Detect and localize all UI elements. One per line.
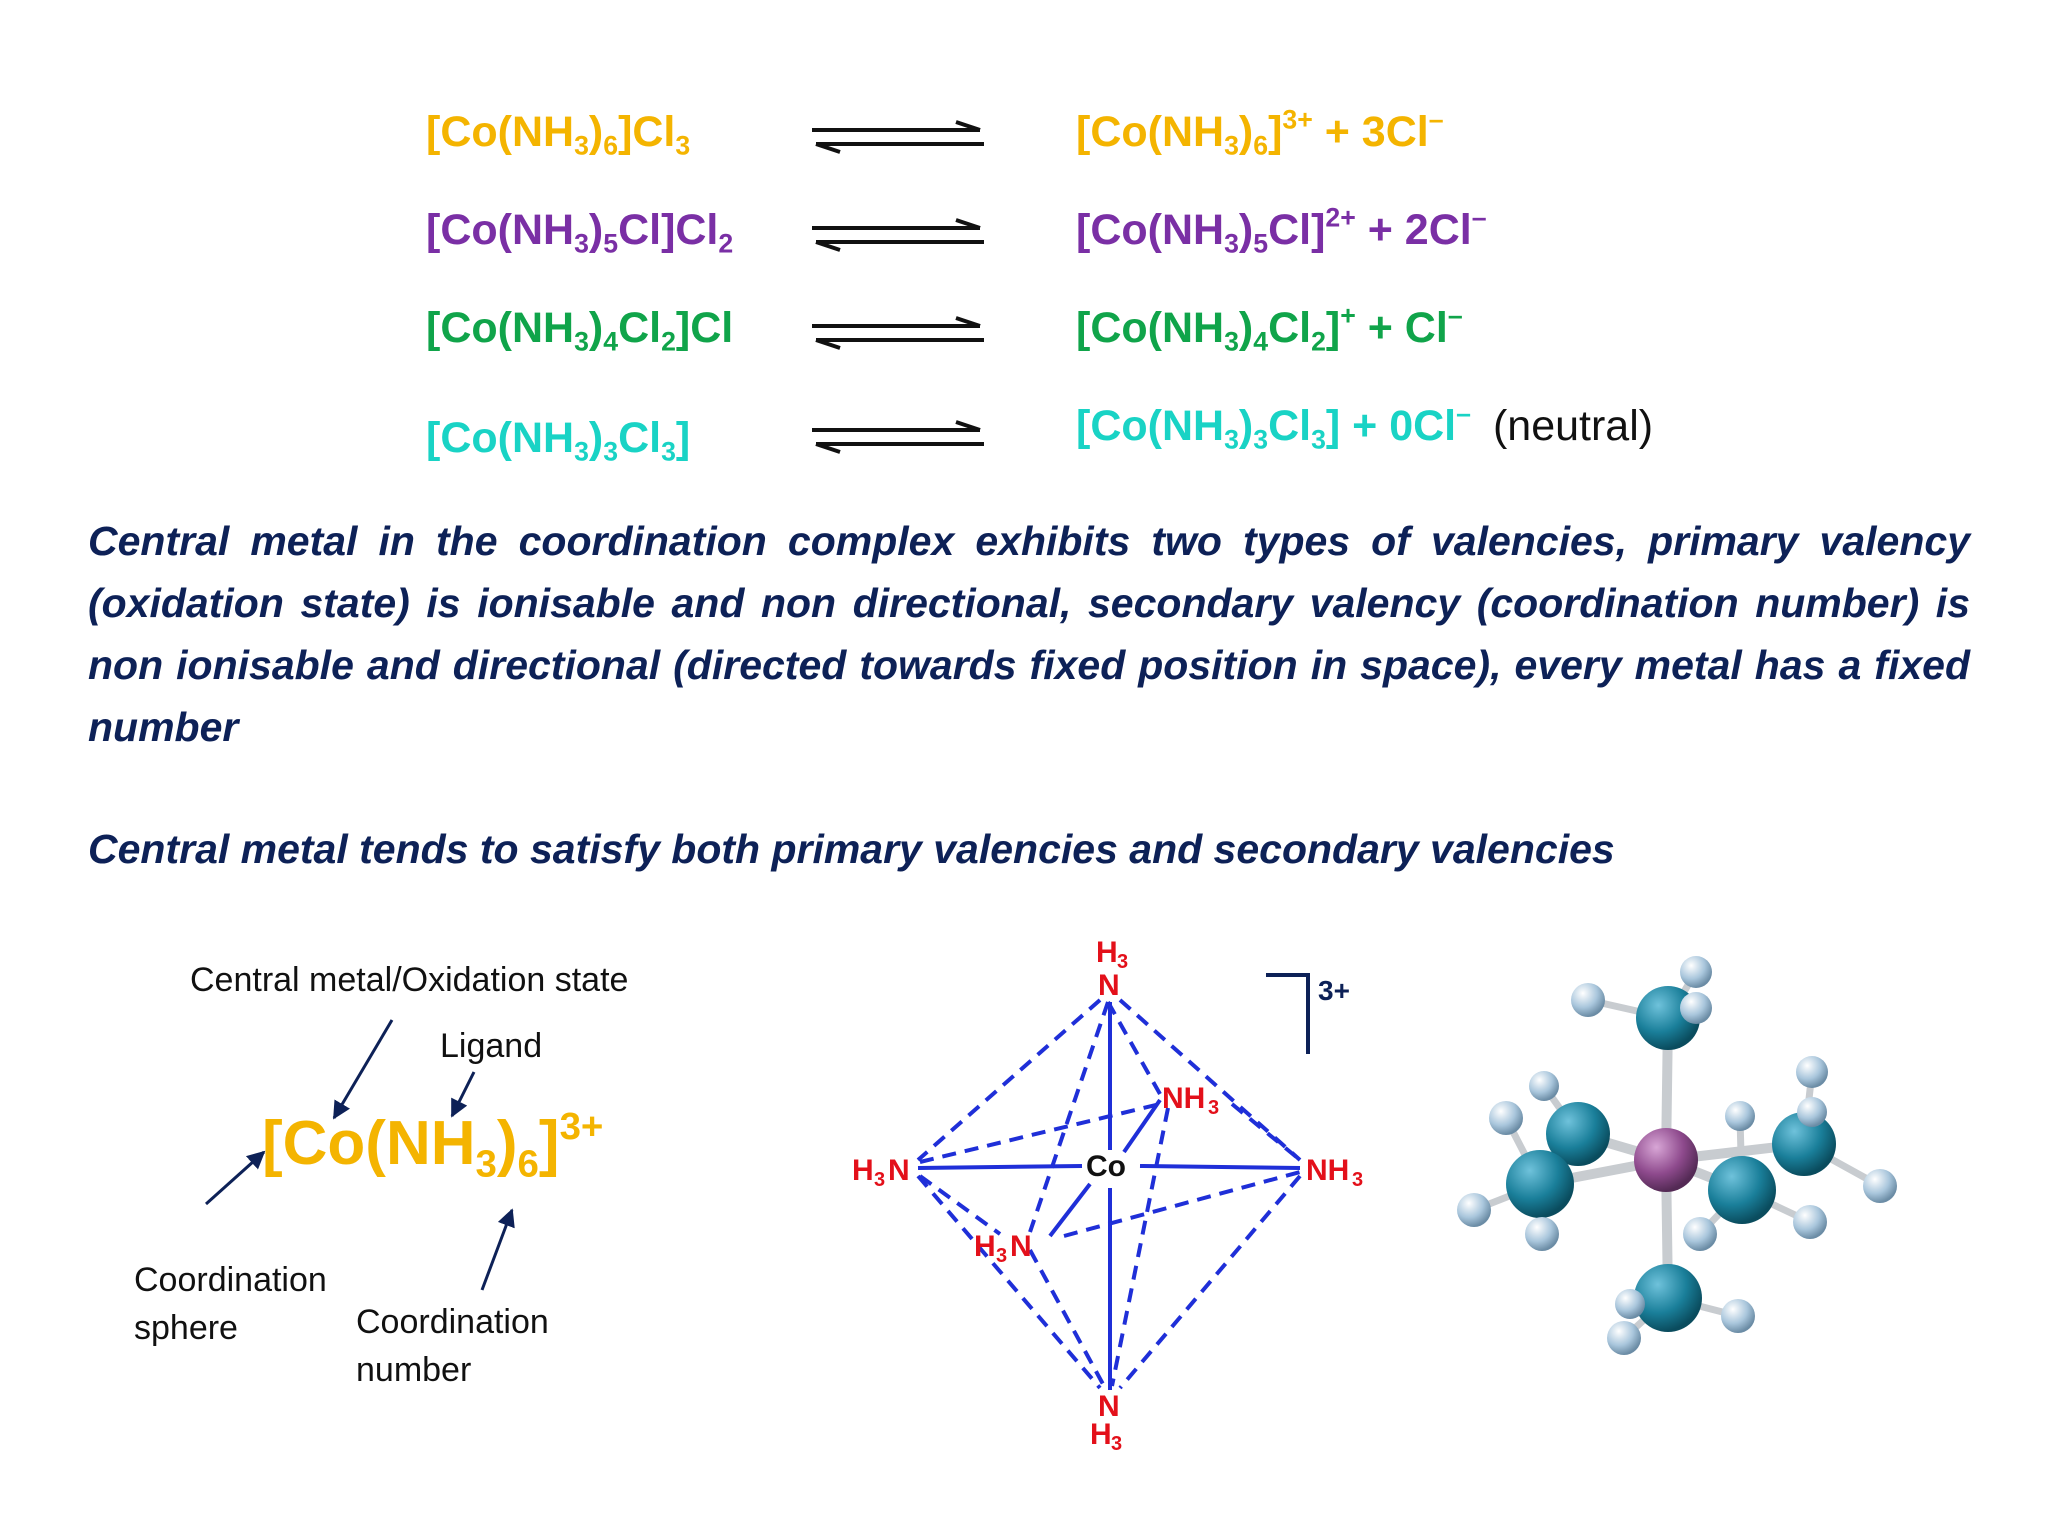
hydrogen-atom [1863, 1169, 1897, 1203]
oxidation-state-label: Central metal/Oxidation state [190, 961, 629, 999]
oxidation-arrow-icon [332, 1019, 394, 1120]
nitrogen-atom [1546, 1102, 1610, 1166]
number-arrow-icon [480, 1208, 515, 1291]
coordination-sphere-label: Coordination sphere [134, 1261, 327, 1347]
central-metal-co: Co [1086, 1150, 1126, 1183]
ligand-right-nh: NH [1306, 1154, 1349, 1187]
ligand-top-n: N [1098, 969, 1120, 1002]
nitrogen-atom [1634, 1264, 1702, 1332]
ligand-front-sub: 3 [996, 1245, 1007, 1267]
ligand-front-h: H [974, 1230, 996, 1263]
nitrogen-atom [1708, 1156, 1776, 1224]
hydrogen-atom [1680, 956, 1712, 988]
ligand-left-h: H [852, 1154, 874, 1187]
ligand-right-sub: 3 [1352, 1169, 1363, 1191]
hydrogen-atom [1721, 1299, 1755, 1333]
ligand-bottom-sub: 3 [1111, 1433, 1122, 1455]
cobalt-atom [1634, 1128, 1698, 1192]
ligand-back-nh: NH [1162, 1082, 1205, 1115]
neutral-note: (neutral) [1492, 402, 1654, 450]
ligand-label: Ligand [440, 1027, 543, 1065]
reactant-formula: [Co(NH3)5Cl]Cl2 [426, 206, 734, 259]
hydrogen-atom [1529, 1071, 1559, 1101]
complex-ion-formula: [Co(NH3)6]3+ [262, 1105, 604, 1186]
hydrogen-atom [1797, 1097, 1827, 1127]
hydrogen-atom [1607, 1321, 1641, 1355]
satisfy-paragraph: Central metal tends to satisfy both prim… [88, 826, 1615, 872]
nitrogen-atom [1506, 1150, 1574, 1218]
ligand-arrow-icon [450, 1071, 476, 1118]
ligand-top-h: H [1096, 936, 1118, 969]
ligand-left-n: N [888, 1154, 910, 1187]
reactant-formula: [Co(NH3)4Cl2]Cl [426, 304, 734, 357]
ligand-top-sub: 3 [1117, 951, 1128, 973]
ligand-front-n: N [1010, 1230, 1032, 1263]
charge-bracket-icon [1266, 973, 1310, 1054]
hydrogen-atom [1725, 1101, 1755, 1131]
hydrogen-atom [1525, 1217, 1559, 1251]
valency-paragraph: Central metal in the coordination comple… [88, 518, 1970, 750]
hydrogen-atom [1680, 992, 1712, 1024]
hydrogen-atom [1457, 1193, 1491, 1227]
product-formula: [Co(NH3)4Cl2]+ + Cl– [1076, 300, 1463, 357]
hydrogen-atom [1683, 1217, 1717, 1251]
nitrogen-atom [1772, 1112, 1836, 1176]
equilibrium-arrow-icon [812, 120, 984, 154]
hydrogen-atom [1489, 1101, 1523, 1135]
equilibrium-arrow-icon [812, 420, 984, 454]
product-formula: [Co(NH3)6]3+ + 3Cl– [1076, 104, 1444, 161]
coordination-number-label: Coordination number [356, 1303, 549, 1389]
reactant-formula: [Co(NH3)6]Cl3 [426, 108, 691, 161]
ligand-bottom-h: H [1090, 1418, 1112, 1451]
hydrogen-atom [1615, 1289, 1645, 1319]
equilibrium-arrow-icon [812, 316, 984, 350]
equilibrium-arrow-icon [812, 218, 984, 252]
hydrogen-atom [1793, 1205, 1827, 1239]
ligand-bottom-n: N [1098, 1390, 1120, 1423]
hydrogen-atom [1796, 1056, 1828, 1088]
hydrogen-atom [1571, 983, 1605, 1017]
ligand-back-sub: 3 [1208, 1097, 1219, 1119]
ligand-left-sub: 3 [874, 1169, 885, 1191]
product-formula: [Co(NH3)5Cl]2+ + 2Cl– [1076, 202, 1487, 259]
reactant-formula: [Co(NH3)3Cl3] [426, 414, 691, 467]
octahedron-charge: 3+ [1318, 975, 1350, 1006]
product-formula: [Co(NH3)3Cl3] + 0Cl–(neutral) [1076, 398, 1654, 455]
sphere-arrow-icon [204, 1150, 266, 1206]
